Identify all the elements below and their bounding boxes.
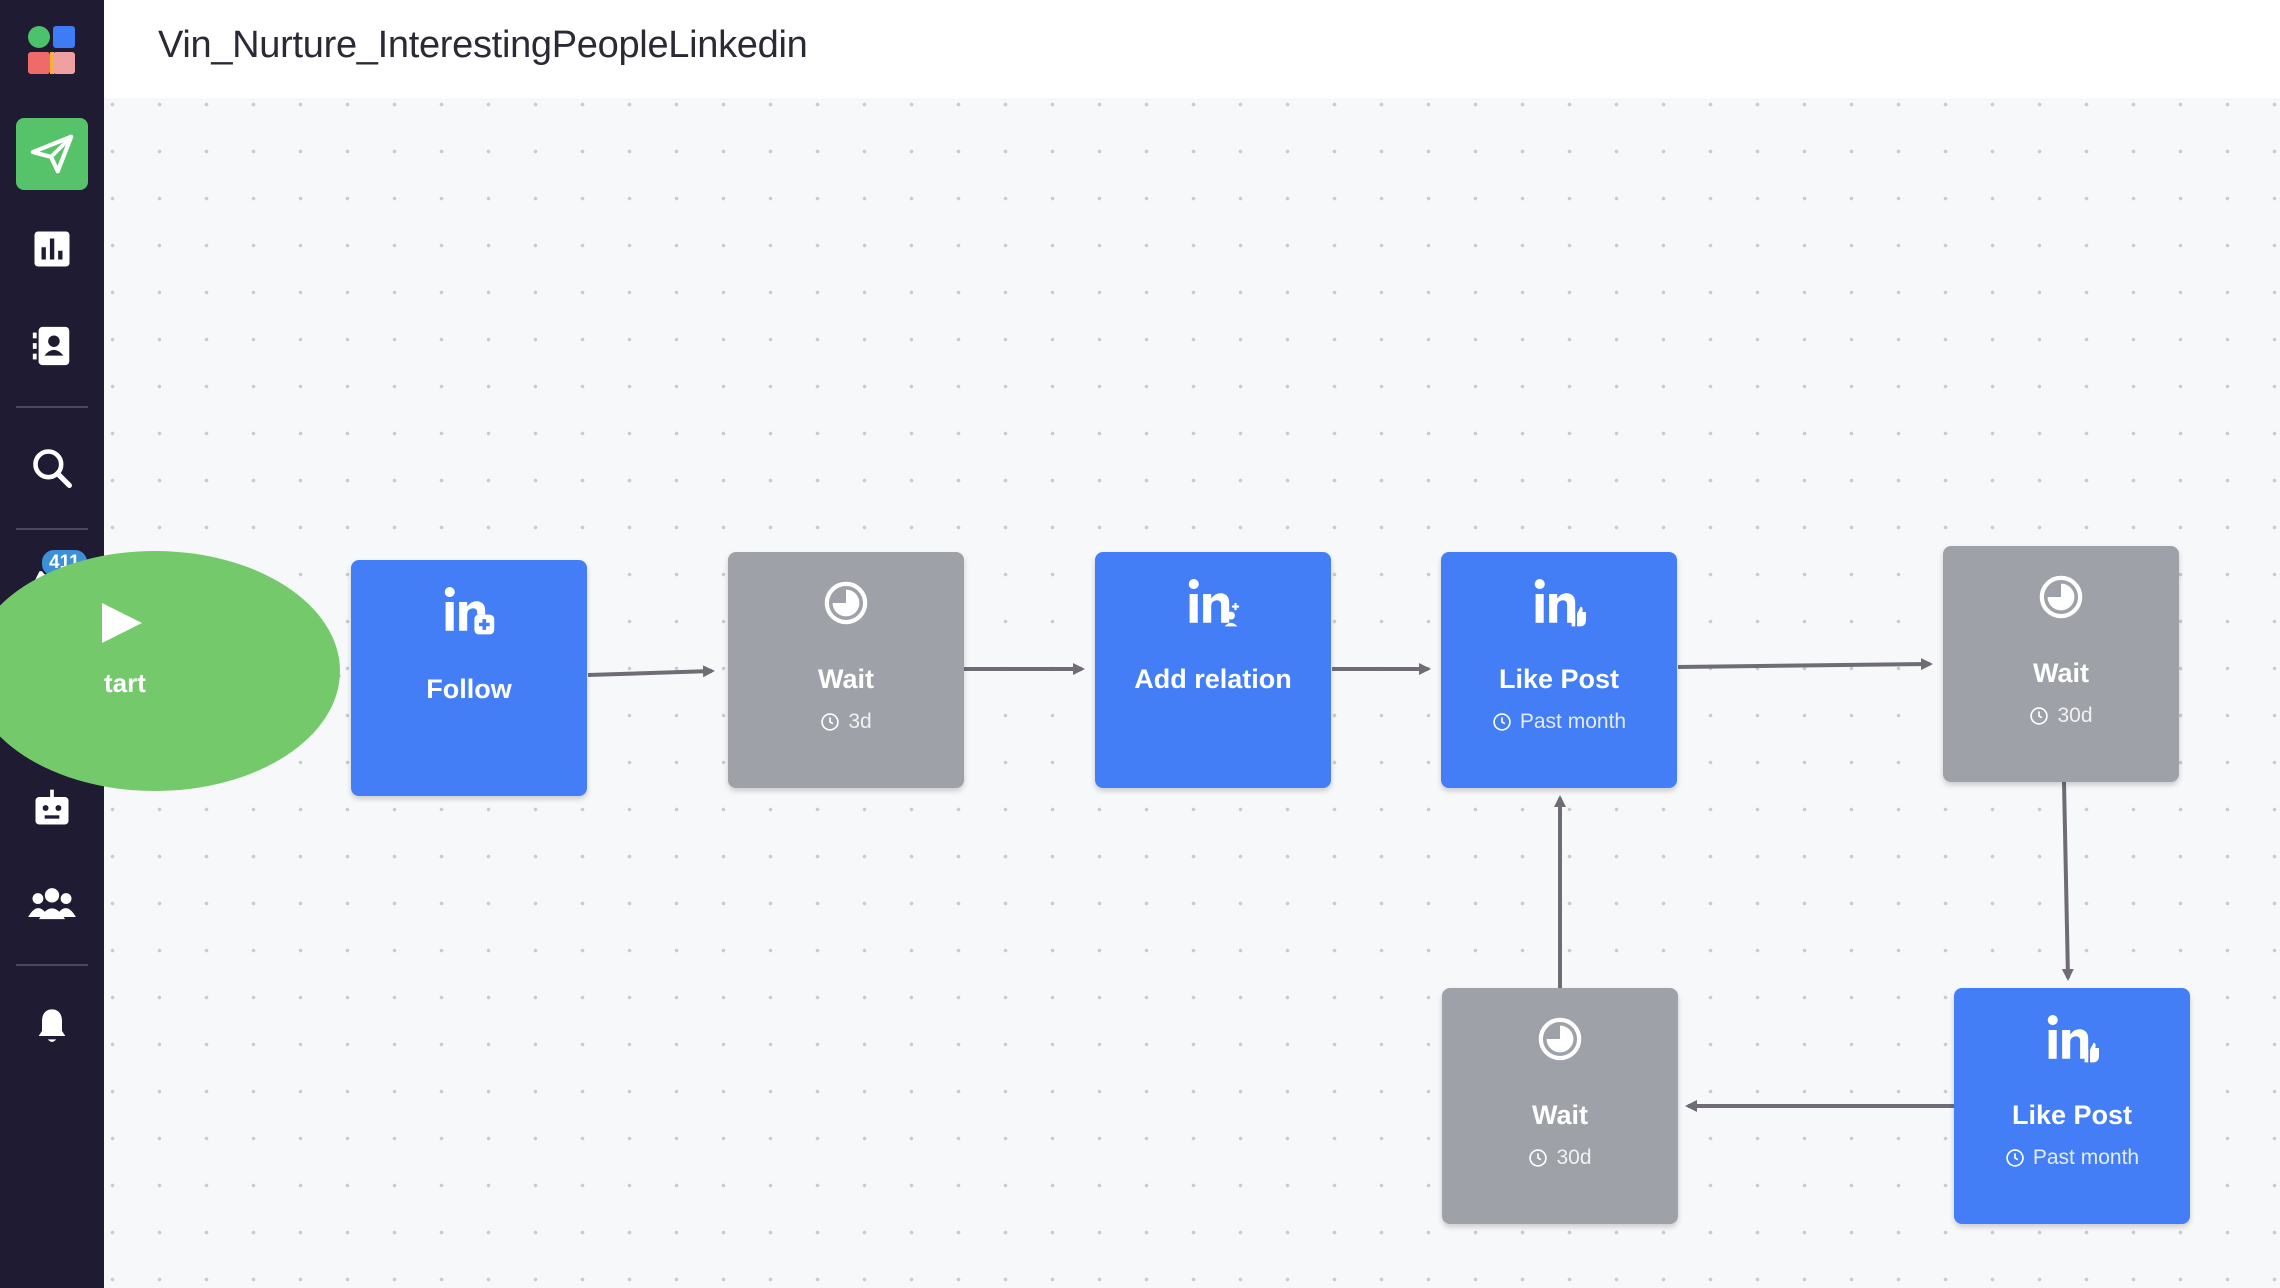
node-sub-text: Past month	[1519, 710, 1627, 733]
linkedin-add-relation-icon	[1095, 576, 1331, 630]
clock-icon	[1529, 1149, 1548, 1167]
node-label: Wait	[2033, 658, 2089, 688]
sidebar-divider	[16, 528, 88, 530]
campaigns-send-icon[interactable]	[16, 118, 88, 190]
node-duration: 30d	[1442, 1146, 1678, 1170]
node-follow[interactable]: Follow	[351, 560, 587, 796]
start-node-label: tart	[104, 668, 146, 698]
node-wait-3d[interactable]: Wait 3d	[728, 552, 964, 788]
timer-icon	[1442, 1012, 1678, 1066]
linkedin-like-icon	[1954, 1012, 2190, 1066]
edge-likepost-wait30	[1677, 658, 1933, 671]
node-sub-text: 30d	[2057, 704, 2093, 727]
node-like-post-2[interactable]: Like Post Past month	[1954, 988, 2190, 1224]
linkedin-follow-icon	[351, 584, 587, 638]
linkedin-like-icon	[1441, 576, 1677, 630]
node-like-post[interactable]: Like Post Past month	[1441, 552, 1677, 788]
node-label: Add relation	[1134, 664, 1292, 694]
notifications-bell-icon[interactable]	[16, 990, 88, 1062]
play-icon	[102, 603, 142, 643]
bot-icon[interactable]	[16, 772, 88, 844]
timer-icon	[728, 576, 964, 630]
page-title: Vin_Nurture_InterestingPeopleLinkedin	[158, 24, 808, 66]
node-duration: 30d	[1943, 704, 2179, 728]
node-label: Like Post	[1498, 664, 1620, 694]
clock-icon	[2030, 707, 2049, 725]
sidebar-divider	[16, 964, 88, 966]
node-timeframe: Past month	[1954, 1146, 2190, 1170]
app-logo-icon[interactable]	[16, 14, 88, 86]
node-timeframe: Past month	[1441, 710, 1677, 734]
search-icon[interactable]	[16, 432, 88, 504]
node-sub-text: Past month	[2032, 1146, 2140, 1169]
node-label: Like Post	[2011, 1100, 2133, 1130]
page-header: Vin_Nurture_InterestingPeopleLinkedin	[104, 0, 2280, 98]
node-duration: 3d	[728, 710, 964, 734]
node-wait-30d-2[interactable]: Wait 30d	[1442, 988, 1678, 1224]
edge-wait30-likepost2	[2061, 781, 2074, 981]
node-wait-30d[interactable]: Wait 30d	[1943, 546, 2179, 782]
node-label: Follow	[426, 674, 512, 704]
timer-icon	[1943, 570, 2179, 624]
node-add-relation[interactable]: Add relation	[1095, 552, 1331, 788]
clock-icon	[2006, 1149, 2024, 1167]
contacts-icon[interactable]	[16, 310, 88, 382]
node-label: Wait	[818, 664, 874, 694]
start-node[interactable]	[0, 551, 340, 791]
node-sub-text: 30d	[1556, 1146, 1592, 1169]
clock-icon	[1493, 713, 1511, 731]
sidebar-divider	[16, 406, 88, 408]
node-label: Wait	[1532, 1100, 1588, 1130]
node-sub-text: 3d	[848, 710, 872, 733]
flow-canvas[interactable]	[104, 98, 2280, 1288]
analytics-icon[interactable]	[16, 213, 88, 285]
clock-icon	[821, 713, 840, 731]
team-icon[interactable]	[16, 868, 88, 940]
edge-follow-wait	[587, 665, 715, 678]
